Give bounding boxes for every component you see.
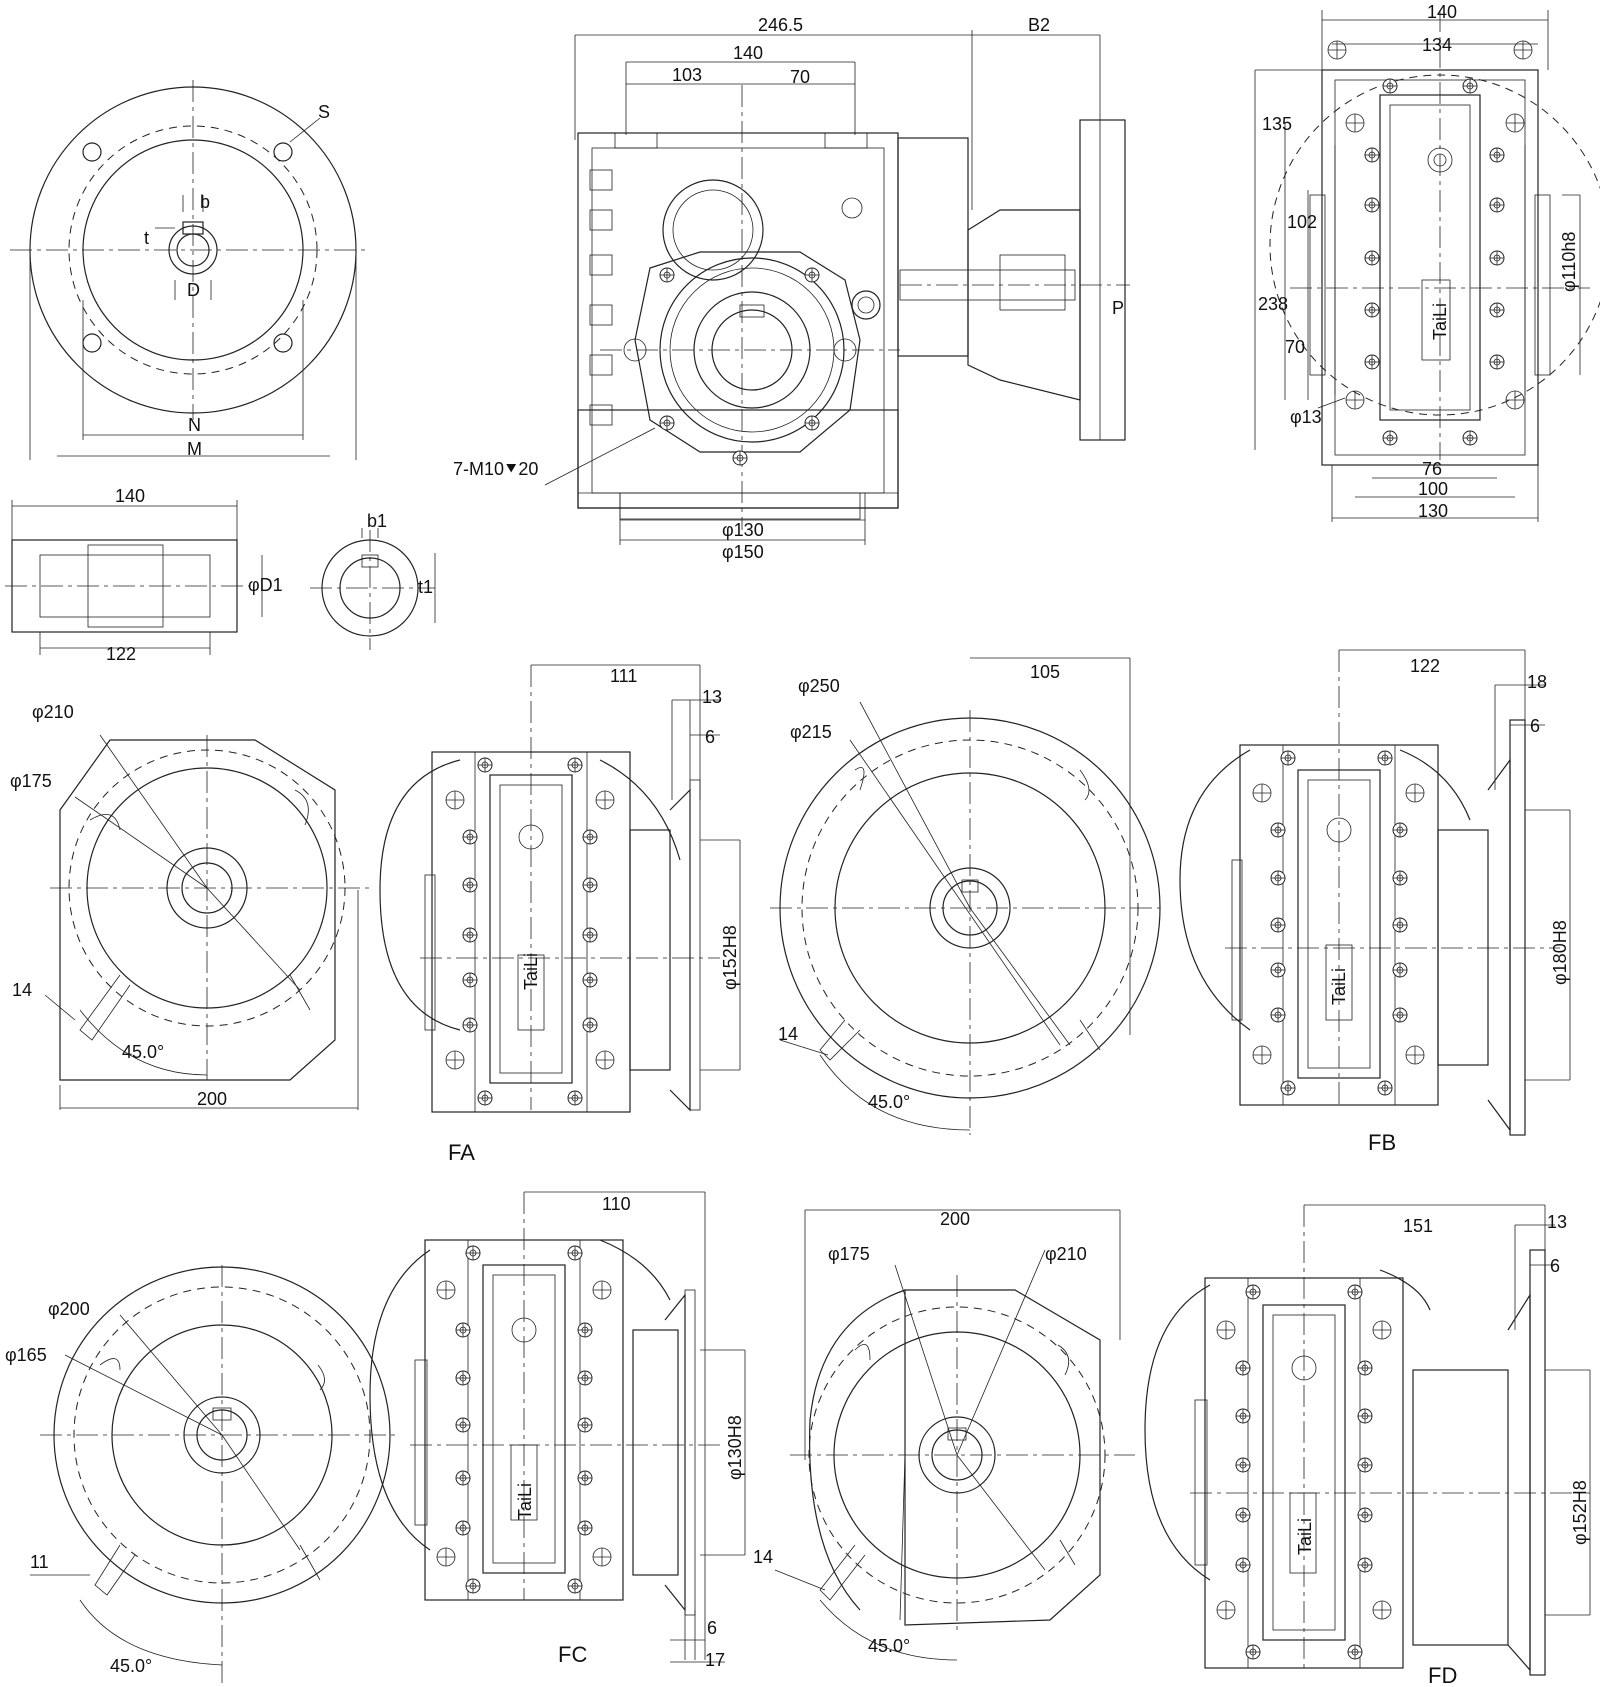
- label-b: b: [200, 192, 210, 212]
- side-dim-238: 238: [1258, 294, 1288, 314]
- dim-b2: B2: [1028, 15, 1050, 35]
- side-dim-140: 140: [1427, 2, 1457, 22]
- fd-dim-45: 45.0°: [868, 1636, 910, 1656]
- fb-dim-phi215: φ215: [790, 722, 832, 742]
- fc-dim-110: 110: [602, 1194, 631, 1214]
- label-s: S: [318, 102, 330, 122]
- fc-dim-11: 11: [30, 1552, 49, 1572]
- dim-phi150: φ150: [722, 542, 764, 562]
- fa-dim-phi210: φ210: [32, 702, 74, 722]
- fc-label: FC: [558, 1642, 587, 1667]
- shaft-dim-t1: t1: [418, 577, 433, 597]
- fd-dim-151: 151: [1403, 1216, 1433, 1236]
- fa-dim-111: 111: [610, 666, 637, 686]
- fa-dim-200: 200: [197, 1089, 227, 1109]
- fa-label: FA: [448, 1140, 475, 1165]
- shaft-views: 140 122 φD1 b1 t1: [5, 486, 436, 664]
- fc-dim-6: 6: [707, 1618, 717, 1638]
- fb-dim-45: 45.0°: [868, 1092, 910, 1112]
- dim-p: P: [1112, 298, 1124, 318]
- fb-dim-6: 6: [1530, 716, 1540, 736]
- fa-dim-6: 6: [705, 727, 715, 747]
- fd-label: FD: [1428, 1663, 1457, 1687]
- fb-brand: TaiLi: [1329, 968, 1349, 1005]
- fc-dim-phi130h8: φ130H8: [725, 1415, 745, 1480]
- fa-side: 111 13 6 φ152H8 TaiLi FA: [379, 664, 741, 1165]
- fd-flange-front: 200 φ175 φ210 14 45.0°: [753, 1209, 1135, 1661]
- fb-dim-phi180h8: φ180H8: [1550, 920, 1570, 985]
- fb-dim-14: 14: [778, 1024, 798, 1044]
- side-dim-134: 134: [1422, 35, 1452, 55]
- label-m: M: [187, 439, 202, 459]
- fd-dim-200: 200: [940, 1209, 970, 1229]
- fc-dim-17: 17: [705, 1650, 725, 1670]
- fc-brand: TaiLi: [515, 1483, 535, 1520]
- fb-dim-122: 122: [1410, 656, 1440, 676]
- side-brand: TaiLi: [1430, 303, 1450, 340]
- fb-dim-phi250: φ250: [798, 676, 840, 696]
- fb-dim-18: 18: [1527, 672, 1547, 692]
- bolt-note: 7-M10⯆20: [453, 459, 538, 479]
- shaft-dim-b1: b1: [367, 511, 387, 531]
- fa-dim-13: 13: [702, 687, 722, 707]
- dim-103: 103: [672, 65, 702, 85]
- fa-flange-front: φ210 φ175 14 45.0° 200: [10, 702, 370, 1110]
- side-dim-76: 76: [1422, 459, 1442, 479]
- shaft-dim-phid1: φD1: [248, 575, 283, 595]
- front-flange-view: S b t D N M: [10, 80, 370, 460]
- shaft-dim-122: 122: [106, 644, 136, 664]
- fc-dim-45: 45.0°: [110, 1656, 152, 1676]
- fd-dim-13: 13: [1547, 1212, 1567, 1232]
- label-n: N: [188, 415, 201, 435]
- fd-dim-phi175: φ175: [828, 1244, 870, 1264]
- shaft-dim-140: 140: [115, 486, 145, 506]
- fd-side: 151 13 6 φ152H8 TaiLi FD: [1144, 1204, 1591, 1687]
- label-t: t: [144, 228, 149, 248]
- fd-dim-14: 14: [753, 1547, 773, 1567]
- fd-dim-phi210: φ210: [1045, 1244, 1087, 1264]
- dim-phi130: φ130: [722, 520, 764, 540]
- side-dim-130: 130: [1418, 501, 1448, 521]
- fb-dim-105: 105: [1030, 662, 1060, 682]
- main-gearbox-view: 246.5 B2 140 103 70 P 7-M10⯆20 φ130 φ150: [453, 15, 1130, 562]
- fd-brand: TaiLi: [1295, 1518, 1315, 1555]
- side-view: 140 134 135 102 238 70 φ13 φ110h8 76 100…: [1254, 2, 1600, 522]
- fa-brand: TaiLi: [521, 953, 541, 990]
- fc-dim-phi165: φ165: [5, 1345, 47, 1365]
- fa-dim-phi175: φ175: [10, 771, 52, 791]
- label-d: D: [187, 280, 200, 300]
- fa-dim-phi152h8: φ152H8: [720, 925, 740, 990]
- fd-dim-phi152h8: φ152H8: [1570, 1480, 1590, 1545]
- dim-70: 70: [790, 67, 810, 87]
- side-dim-135: 135: [1262, 114, 1292, 134]
- fb-flange-front: φ250 φ215 105 14 45.0°: [770, 657, 1161, 1135]
- fa-dim-45: 45.0°: [122, 1042, 164, 1062]
- fb-label: FB: [1368, 1130, 1396, 1155]
- side-dim-phi13: φ13: [1290, 407, 1322, 427]
- fc-side: 110 φ130H8 6 17 TaiLi FC: [369, 1191, 746, 1670]
- dim-246-5: 246.5: [758, 15, 803, 35]
- fc-flange-front: φ200 φ165 11 45.0°: [5, 1265, 400, 1685]
- side-dim-100: 100: [1418, 479, 1448, 499]
- side-dim-phi110h8: φ110h8: [1559, 232, 1579, 292]
- fd-dim-6: 6: [1550, 1256, 1560, 1276]
- side-dim-102: 102: [1287, 212, 1317, 232]
- side-dim-70: 70: [1285, 337, 1305, 357]
- fc-dim-phi200: φ200: [48, 1299, 90, 1319]
- dim-140: 140: [733, 43, 763, 63]
- fa-dim-14: 14: [12, 980, 32, 1000]
- fb-side: 122 18 6 φ180H8 TaiLi FB: [1179, 649, 1571, 1155]
